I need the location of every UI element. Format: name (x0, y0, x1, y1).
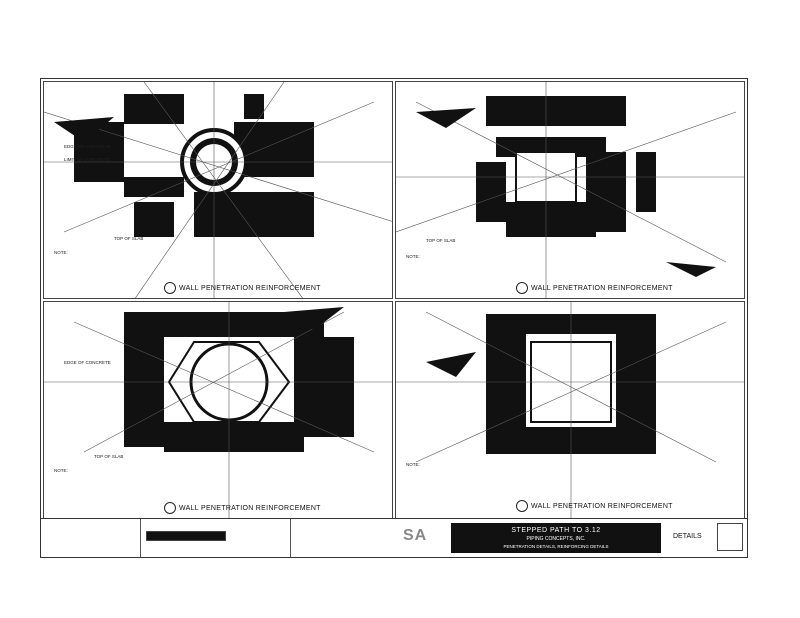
detail-marker-icon (516, 500, 528, 512)
sheet-number-box (717, 523, 743, 551)
revision-block (41, 519, 141, 557)
company-logo: SA (403, 527, 428, 544)
detail-title-c: WALL PENETRATION REINFORCEMENT (164, 502, 321, 514)
detail-title-text: WALL PENETRATION REINFORCEMENT (531, 284, 673, 292)
note-top-of-slab: TOP OF SLAB (114, 236, 144, 241)
note-label: NOTE: (406, 462, 420, 467)
detail-title-text: WALL PENETRATION REINFORCEMENT (179, 504, 321, 512)
drawing-sheet: EDGE OF CONCRETE LIMIT OF CONCRETE TOP O… (40, 78, 748, 558)
detail-title-a: WALL PENETRATION REINFORCEMENT (164, 282, 321, 294)
detail-drawing-d (396, 302, 744, 518)
note-top-of-slab: TOP OF SLAB (94, 454, 124, 459)
detail-marker-icon (164, 502, 176, 514)
sheet-name: DETAILS (673, 533, 702, 540)
drawing-subtitle: PENETRATION DETAILS, REINFORCING DETAILS (503, 544, 609, 549)
detail-marker-icon (516, 282, 528, 294)
note-edge-of-concrete: EDGE OF CONCRETE (64, 144, 111, 149)
note-top-of-slab: TOP OF SLAB (426, 238, 456, 243)
note-edge-of-concrete: EDGE OF CONCRETE (64, 360, 111, 365)
title-block: SA STEPPED PATH TO 3.12 PIPING CONCEPTS,… (41, 518, 747, 557)
detail-drawing-c (44, 302, 392, 518)
approval-block (141, 519, 291, 557)
detail-panel-d: NOTE: WALL PENETRATION REINFORCEMENT (395, 301, 745, 519)
detail-panel-a: EDGE OF CONCRETE LIMIT OF CONCRETE TOP O… (43, 81, 393, 299)
detail-drawing-b (396, 82, 744, 298)
detail-panel-b: TOP OF SLAB NOTE: WALL PENETRATION REINF… (395, 81, 745, 299)
project-title-box: STEPPED PATH TO 3.12 PIPING CONCEPTS, IN… (451, 523, 661, 553)
detail-title-text: WALL PENETRATION REINFORCEMENT (179, 284, 321, 292)
detail-panel-c: EDGE OF CONCRETE TOP OF SLAB NOTE: WALL … (43, 301, 393, 519)
note-limit-of-concrete: LIMIT OF CONCRETE (64, 157, 110, 162)
project-name: STEPPED PATH TO 3.12 (511, 527, 601, 534)
drawing-ref-box (146, 531, 226, 541)
note-label: NOTE: (54, 468, 68, 473)
detail-title-text: WALL PENETRATION REINFORCEMENT (531, 502, 673, 510)
note-label: NOTE: (54, 250, 68, 255)
detail-title-d: WALL PENETRATION REINFORCEMENT (516, 500, 673, 512)
note-label: NOTE: (406, 254, 420, 259)
company-name: PIPING CONCEPTS, INC. (526, 536, 586, 542)
detail-title-b: WALL PENETRATION REINFORCEMENT (516, 282, 673, 294)
detail-drawing-a (44, 82, 392, 298)
detail-marker-icon (164, 282, 176, 294)
